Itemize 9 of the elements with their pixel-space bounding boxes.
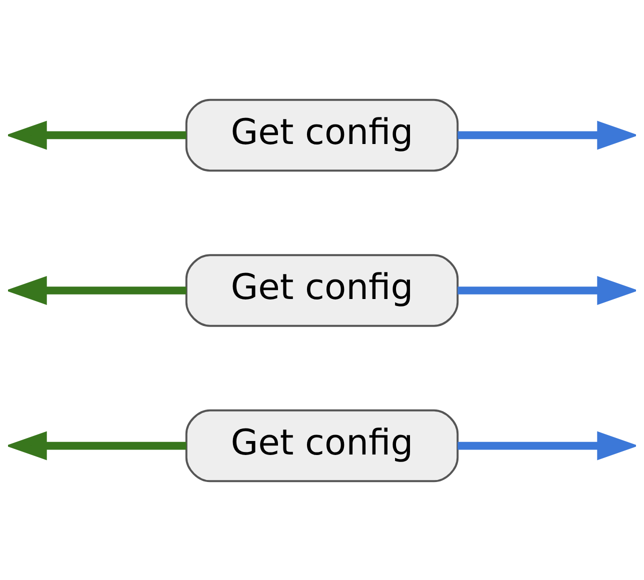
arrow	[8, 430, 186, 460]
node-box: Get config	[185, 408, 459, 482]
arrow	[8, 276, 186, 304]
arrow	[458, 120, 636, 150]
node-box: Get config	[185, 254, 459, 326]
arrow	[458, 430, 636, 460]
arrow	[8, 120, 186, 150]
node-box: Get config	[185, 98, 459, 172]
arrow	[458, 276, 636, 304]
